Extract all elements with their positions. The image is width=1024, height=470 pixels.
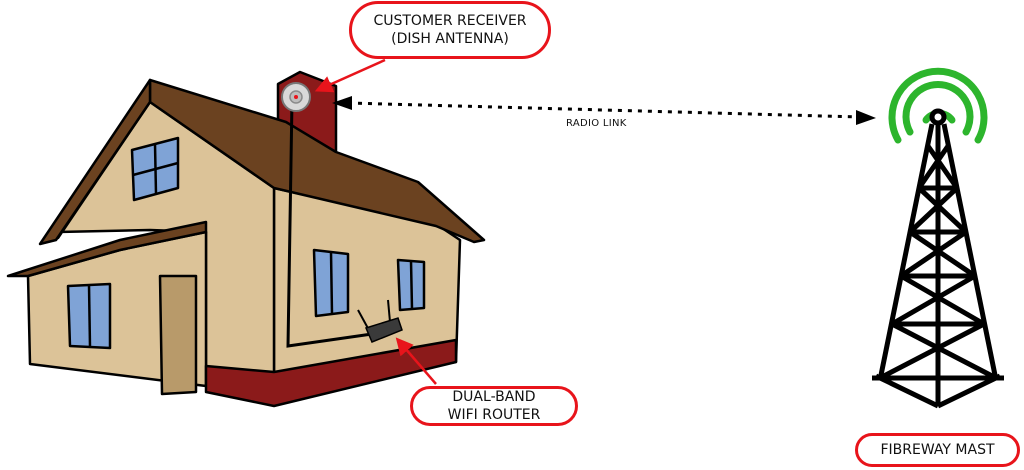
- main-roof-edge: [38, 78, 152, 246]
- receiver-pointer: [314, 58, 386, 93]
- router-icon: [357, 299, 403, 343]
- window-wing: [66, 282, 112, 350]
- window-attic: [130, 136, 180, 202]
- house-base: [204, 338, 458, 408]
- house: [6, 70, 486, 408]
- door: [158, 274, 198, 396]
- customer-receiver-label: CUSTOMER RECEIVER (DISH ANTENNA): [349, 1, 551, 59]
- fibreway-mast-label: FIBREWAY MAST: [855, 433, 1020, 467]
- receiver-label-line2: (DISH ANTENNA): [391, 31, 509, 47]
- window-side-left: [312, 248, 350, 318]
- router-label-line1: DUAL-BAND: [452, 389, 536, 405]
- radio-link-arrow: [332, 96, 876, 125]
- window-side-right: [396, 258, 426, 312]
- router-pointer: [395, 337, 437, 385]
- radio-link-label: RADIO LINK: [566, 118, 627, 129]
- dish-antenna-icon: [281, 82, 311, 112]
- receiver-label-line1: CUSTOMER RECEIVER: [373, 13, 527, 29]
- mast-label-text: FIBREWAY MAST: [880, 442, 995, 458]
- router-label-line2: WIFI ROUTER: [447, 407, 541, 423]
- fibreway-mast-icon: [872, 67, 1004, 409]
- router-label: DUAL-BAND WIFI ROUTER: [410, 386, 578, 426]
- antenna-cable: [286, 99, 373, 348]
- main-roof: [148, 78, 486, 244]
- wing-roof: [6, 220, 208, 278]
